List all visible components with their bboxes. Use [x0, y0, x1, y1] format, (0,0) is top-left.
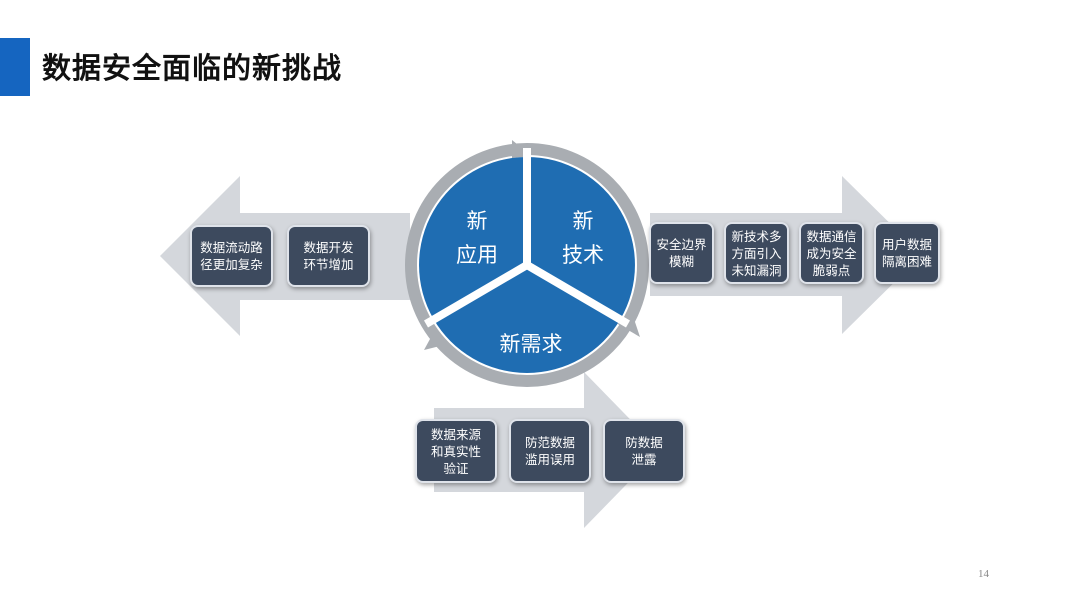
requirement-box-prevent-misuse: 防范数据 滥用误用	[509, 419, 591, 483]
ring-arrowhead-right	[616, 313, 640, 337]
segment-new-demand	[433, 265, 621, 373]
challenge-box-user-data-isolation: 用户数据 隔离困难	[874, 222, 940, 284]
page-number: 14	[978, 568, 989, 580]
requirement-box-prevent-leakage: 防数据 泄露	[603, 419, 685, 483]
challenge-box-more-dev-stages: 数据开发 环节增加	[287, 225, 370, 287]
separator-right	[524, 261, 631, 328]
segment-label-new-demand: 新需求	[499, 332, 563, 356]
segment-label-new-application: 新 应用	[456, 209, 498, 267]
challenge-box-unknown-vulnerabilities: 新技术多 方面引入 未知漏洞	[724, 222, 789, 284]
challenge-box-blurred-boundary: 安全边界 模糊	[649, 222, 714, 284]
segment-label-new-technology: 新 技术	[562, 209, 604, 267]
challenge-box-complex-data-flow: 数据流动路 径更加复杂	[190, 225, 273, 287]
challenge-box-communication-weakness: 数据通信 成为安全 脆弱点	[799, 222, 864, 284]
page-title: 数据安全面临的新挑战	[42, 51, 343, 85]
left-arrow	[160, 176, 410, 336]
title-accent-bar	[0, 38, 30, 96]
ring-arrowhead-left	[424, 328, 444, 350]
separator-left	[423, 261, 530, 328]
requirement-box-source-verification: 数据来源 和真实性 验证	[415, 419, 497, 483]
